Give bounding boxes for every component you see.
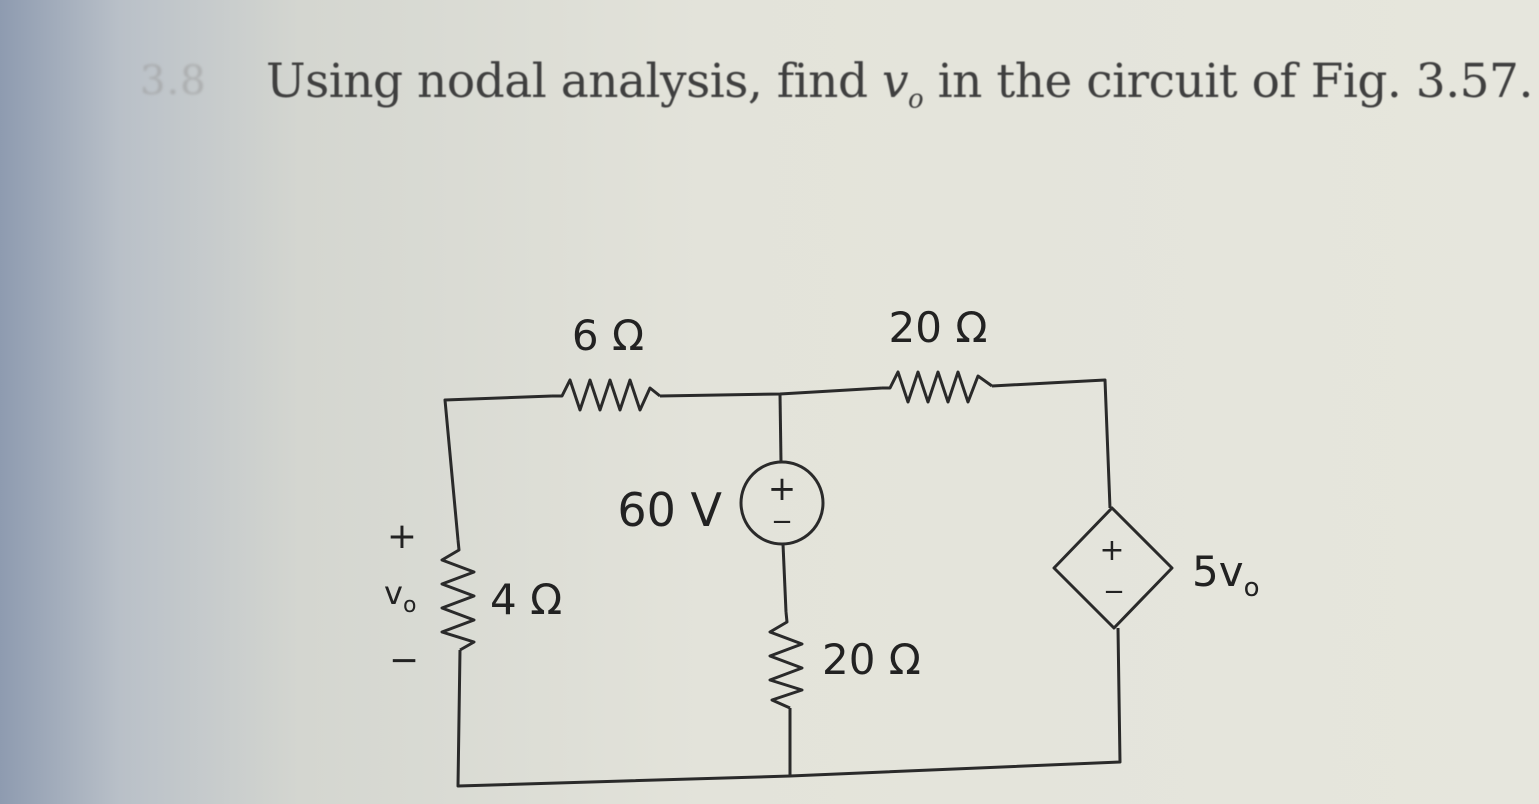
voltage-source-minus: − (771, 507, 793, 537)
wire-middle-center (781, 543, 788, 613)
label-5vo: 5vo (1192, 547, 1260, 603)
dependent-source-minus: − (1103, 577, 1125, 607)
problem-number: 3.8 (140, 58, 207, 104)
label-60v: 60 V (617, 483, 722, 537)
wire-top-right (991, 378, 1112, 509)
label-4-ohm: 4 Ω (490, 575, 562, 624)
wire-left-top (443, 394, 553, 541)
dependent-source-5vo (1052, 506, 1174, 630)
variable-vo: vo (881, 54, 924, 115)
label-20-ohm-middle: 20 Ω (822, 635, 921, 684)
voltage-source-plus: + (768, 469, 797, 509)
resistor-4-ohm (440, 539, 476, 652)
label-6-ohm: 6 Ω (572, 311, 644, 360)
wire-top-middle (659, 386, 883, 398)
label-20-ohm-top: 20 Ω (889, 303, 988, 352)
vo-label: vo (384, 574, 416, 618)
problem-text-end: in the circuit of Fig. 3.57. (923, 54, 1534, 109)
problem-statement: Using nodal analysis, find vo in the cir… (266, 54, 1533, 114)
wire-middle-top (778, 393, 783, 463)
voltage-source-60v (739, 460, 825, 546)
resistor-6-ohm (552, 378, 661, 412)
problem-text-start: Using nodal analysis, find (266, 54, 882, 109)
dependent-source-plus: + (1099, 533, 1124, 568)
resistor-20-ohm-top (882, 370, 993, 404)
vo-plus-sign: + (387, 516, 417, 557)
resistor-20-ohm-middle (768, 611, 804, 710)
vo-minus-sign: − (389, 640, 419, 681)
